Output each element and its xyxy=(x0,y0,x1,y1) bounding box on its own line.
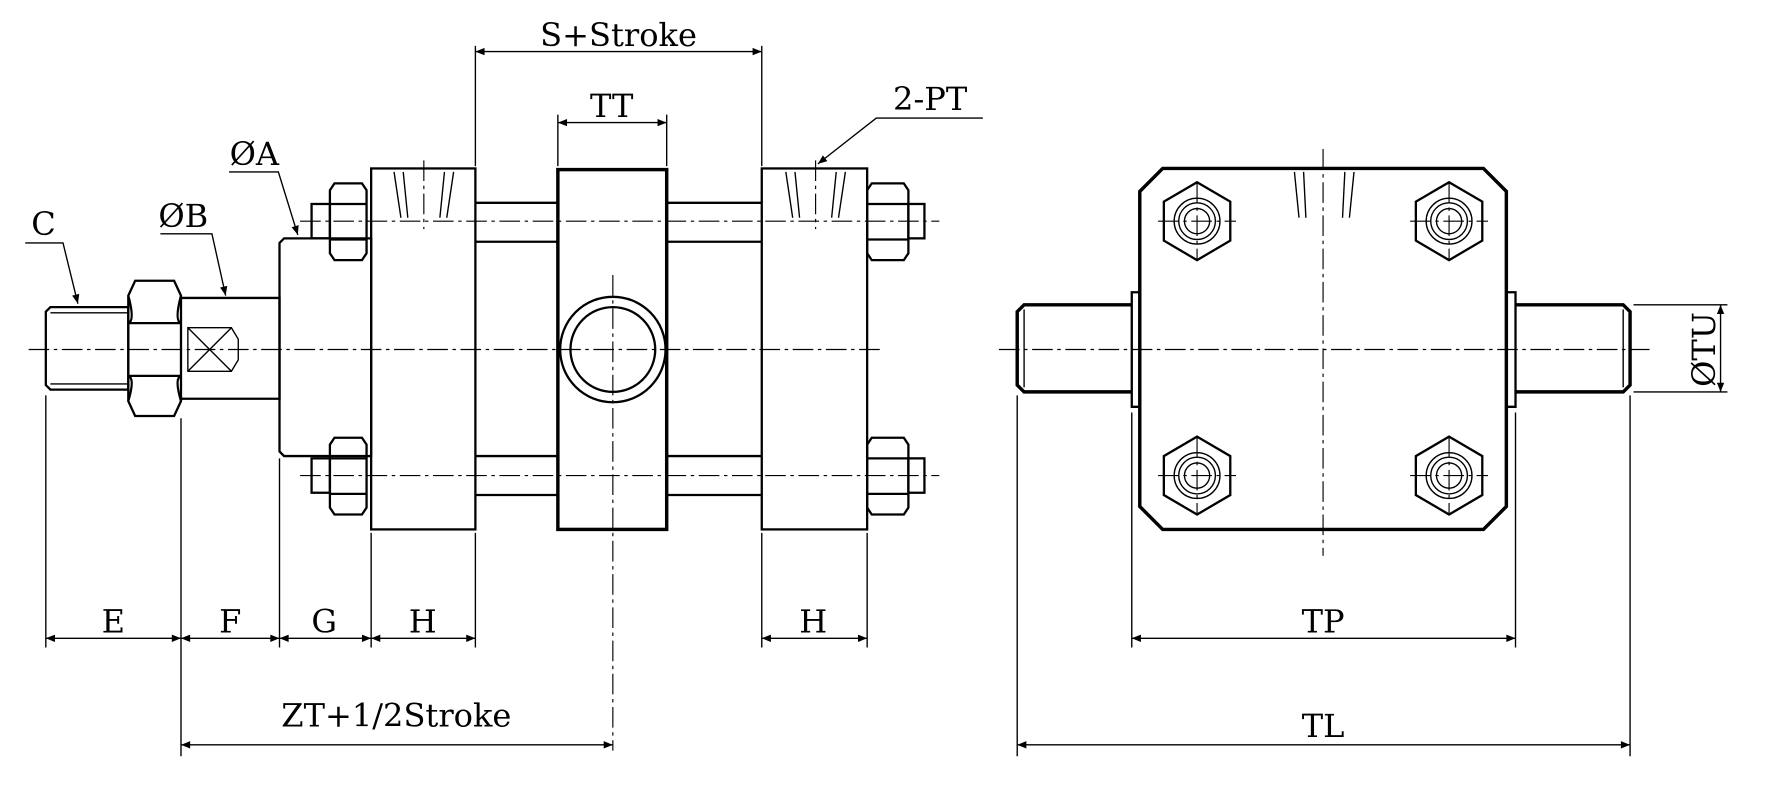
dimension-label-h-right: H xyxy=(799,603,827,641)
dimension-tt: TT xyxy=(557,87,667,127)
hex-nut xyxy=(1410,180,1489,262)
dimension-label-e: E xyxy=(102,603,125,641)
end-view: TP TL ØTU xyxy=(998,148,1728,757)
hex-nut xyxy=(1158,180,1237,262)
cap-cover xyxy=(760,160,869,531)
corner-nuts xyxy=(1158,180,1489,516)
leader-label-phi-a: ØA xyxy=(230,135,280,173)
centerlines xyxy=(28,220,940,751)
tie-rod-nut xyxy=(866,182,926,262)
rod-cover xyxy=(278,237,373,458)
dimension-tp: TP xyxy=(1131,603,1516,642)
dimension-label-phi-tu: ØTU xyxy=(1685,312,1723,387)
tie-rod-nut xyxy=(866,436,926,516)
dimension-phi-tu: ØTU xyxy=(1685,304,1725,392)
hex-nut xyxy=(1158,435,1237,516)
leader-2-pt: 2-PT xyxy=(817,80,983,165)
tie-rods xyxy=(475,201,762,497)
dimension-label-h-left: H xyxy=(409,603,437,641)
dimension-row-bottom: E F G H H xyxy=(45,603,868,642)
dimension-label-zt: ZT+1/2Stroke xyxy=(281,697,511,735)
cover-plate xyxy=(1138,166,1509,532)
leader-c: C xyxy=(25,205,80,304)
dimension-zt: ZT+1/2Stroke xyxy=(180,697,613,749)
tie-rod-nut xyxy=(310,436,368,516)
leader-label-phi-b: ØB xyxy=(158,197,208,235)
leader-phi-a: ØA xyxy=(229,135,299,236)
dimension-label-tp: TP xyxy=(1302,603,1345,641)
head-cover xyxy=(370,160,477,531)
end-view-extension-lines xyxy=(1016,304,1728,757)
trunnion-block xyxy=(556,167,669,532)
hex-nut xyxy=(1410,435,1489,516)
dimension-tl: TL xyxy=(1017,707,1631,749)
leader-label-2-pt: 2-PT xyxy=(893,80,968,118)
leader-phi-b: ØB xyxy=(158,197,228,296)
rod-thread xyxy=(44,305,130,391)
dimension-label-tl: TL xyxy=(1302,707,1345,745)
tie-rod-nuts xyxy=(310,182,926,516)
piston-rod xyxy=(180,296,281,400)
side-view: S+Stroke TT 2-PT ØA ØB C E F xyxy=(25,16,983,757)
tie-rod-nut xyxy=(310,182,368,262)
extension-lines xyxy=(45,45,868,757)
leader-label-c: C xyxy=(31,205,56,243)
dimension-label-s-stroke: S+Stroke xyxy=(540,16,697,54)
dimension-label-g: G xyxy=(311,603,337,641)
rod-nut xyxy=(127,279,183,418)
dimension-label-f: F xyxy=(219,603,241,641)
trunnion-pins xyxy=(1015,291,1632,408)
dimension-label-tt: TT xyxy=(590,87,634,125)
end-view-centerlines xyxy=(998,148,1650,556)
dimension-s-stroke: S+Stroke xyxy=(475,16,762,56)
